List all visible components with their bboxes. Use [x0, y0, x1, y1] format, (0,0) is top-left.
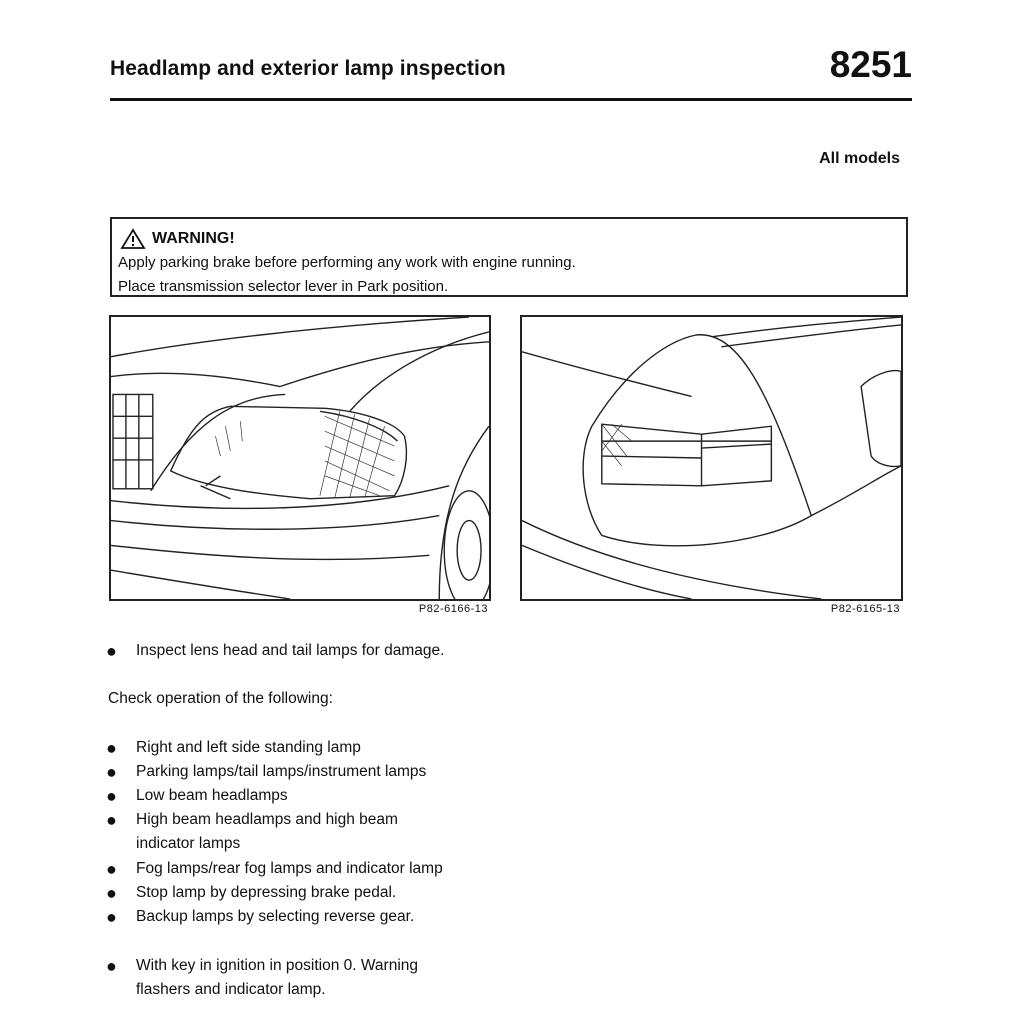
list-item-continuation: indicator lamps: [106, 832, 240, 856]
check-item-text: Stop lamp by depressing brake pedal.: [136, 884, 397, 901]
warning-heading: WARNING!: [120, 228, 235, 250]
bullet-icon: ●: [106, 907, 117, 927]
headlamp-illustration: [109, 315, 491, 601]
check-item-text: Right and left side standing lamp: [136, 739, 361, 756]
list-item: ● Right and left side standing lamp: [106, 736, 361, 760]
list-item: ● Backup lamps by selecting reverse gear…: [106, 905, 414, 929]
warning-line-2: Place transmission selector lever in Par…: [118, 278, 449, 295]
figure-code-left: P82-6166-13: [418, 603, 488, 615]
list-item: ● Low beam headlamps: [106, 784, 288, 808]
list-item-continuation: flashers and indicator lamp.: [106, 978, 326, 1002]
bullet-icon: ●: [106, 810, 117, 830]
check-item-text: Fog lamps/rear fog lamps and indicator l…: [136, 860, 443, 877]
list-item: ● Parking lamps/tail lamps/instrument la…: [106, 760, 426, 784]
check-item-text: Backup lamps by selecting reverse gear.: [136, 908, 415, 925]
bullet-icon: ●: [106, 859, 117, 879]
warning-line-1: Apply parking brake before performing an…: [118, 254, 576, 271]
inspect-item-text: Inspect lens head and tail lamps for dam…: [136, 642, 445, 659]
figure-code-right: P82-6165-13: [830, 603, 900, 615]
final-item-text: With key in ignition in position 0. Warn…: [136, 957, 419, 974]
bullet-icon: ●: [106, 883, 117, 903]
warning-triangle-icon: [120, 228, 146, 249]
check-item-text: indicator lamps: [136, 835, 241, 852]
check-item-text: High beam headlamps and high beam: [136, 811, 398, 828]
check-item-text: Low beam headlamps: [136, 787, 288, 804]
bullet-icon: ●: [106, 738, 117, 758]
bullet-icon: ●: [106, 641, 117, 661]
section-number: 8251: [829, 44, 912, 85]
warning-box: WARNING! Apply parking brake before perf…: [110, 217, 908, 297]
list-item: ● Fog lamps/rear fog lamps and indicator…: [106, 857, 443, 881]
list-item: ● Inspect lens head and tail lamps for d…: [106, 639, 444, 663]
bullet-icon: ●: [106, 956, 117, 976]
list-item: ● High beam headlamps and high beam: [106, 808, 398, 832]
tail-lamp-illustration: [520, 315, 903, 601]
list-item: ● Stop lamp by depressing brake pedal.: [106, 881, 396, 905]
header-divider: [110, 98, 912, 101]
check-intro: Check operation of the following:: [108, 690, 333, 707]
warning-title: WARNING!: [152, 230, 235, 247]
models-label: All models: [819, 150, 900, 167]
final-item-text: flashers and indicator lamp.: [136, 981, 326, 998]
bullet-icon: ●: [106, 786, 117, 806]
page-title: Headlamp and exterior lamp inspection: [110, 57, 506, 80]
list-item: ● With key in ignition in position 0. Wa…: [106, 954, 418, 978]
check-item-text: Parking lamps/tail lamps/instrument lamp…: [136, 763, 427, 780]
bullet-icon: ●: [106, 762, 117, 782]
